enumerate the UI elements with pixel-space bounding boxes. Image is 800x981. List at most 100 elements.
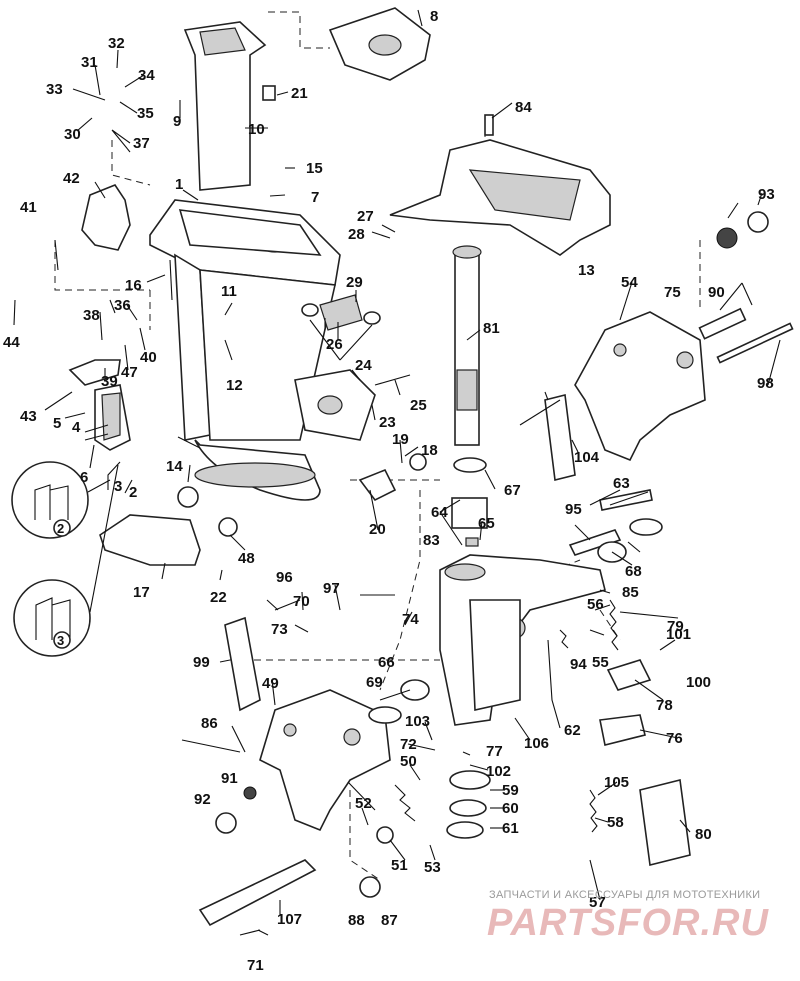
steering-arm-part	[389, 114, 611, 256]
tilt-bushing-left-part	[368, 679, 430, 724]
callout-label: 72	[400, 736, 417, 753]
callout-label: 101	[666, 626, 691, 643]
callout-label: 42	[63, 170, 80, 187]
spring-parts	[394, 599, 619, 833]
callout-label: 68	[625, 563, 642, 580]
callout-label: 33	[46, 81, 63, 98]
callout-label: 93	[758, 186, 775, 203]
callout-label: 54	[621, 274, 638, 291]
callout-label: 38	[83, 307, 100, 324]
stern-bracket-left-part	[259, 689, 391, 832]
watermark-caption: ЗАПЧАСТИ И АКСЕССУАРЫ ДЛЯ МОТОТЕХНИКИ	[489, 889, 761, 901]
callout-label: 62	[564, 722, 581, 739]
callout-label: 92	[194, 791, 211, 808]
swivel-tube-part	[452, 245, 482, 446]
callout-label: 37	[133, 135, 150, 152]
callout-label: 55	[592, 654, 609, 671]
callout-label: 64	[431, 504, 448, 521]
callout-label: 77	[486, 743, 503, 760]
callout-label: 99	[193, 654, 210, 671]
callout-label: 67	[504, 482, 521, 499]
callout-label: 103	[405, 713, 430, 730]
callout-label: 32	[108, 35, 125, 52]
callout-label: 84	[515, 99, 532, 116]
upper-mount-part	[301, 294, 381, 331]
callout-label: 15	[306, 160, 323, 177]
callout-label: 63	[613, 475, 630, 492]
callout-label: 28	[348, 226, 365, 243]
callout-label: 73	[271, 621, 288, 638]
callout-label: 9	[173, 113, 181, 130]
callout-label: 36	[114, 297, 131, 314]
stern-bracket-right-part	[574, 311, 706, 462]
callout-label: 95	[565, 501, 582, 518]
callout-label: 41	[20, 199, 37, 216]
callout-label: 4	[72, 419, 81, 436]
leader-lines	[13, 9, 781, 936]
callout-label: 94	[570, 656, 587, 673]
callout-label: 31	[81, 54, 98, 71]
callout-label: 60	[502, 800, 519, 817]
callout-label: 106	[524, 735, 549, 752]
callout-label: 51	[391, 857, 408, 874]
inset-detail-3: 3	[13, 579, 91, 657]
callout-label: 98	[757, 375, 774, 392]
callout-label: 16	[125, 277, 142, 294]
tilt-tube-part	[568, 489, 663, 563]
callout-label: 69	[366, 674, 383, 691]
callout-label: 26	[326, 336, 343, 353]
callout-label: 1	[175, 176, 183, 193]
callout-label: 6	[80, 469, 88, 486]
throttle-arm-part	[81, 184, 131, 251]
callout-label: 79	[667, 618, 684, 635]
callout-label: 30	[64, 126, 81, 143]
callout-label: 22	[210, 589, 227, 606]
callout-label: 50	[400, 753, 417, 770]
callout-label: 43	[20, 408, 37, 425]
callout-label: 10	[248, 121, 265, 138]
callout-label: 12	[226, 377, 243, 394]
callout-label: 25	[410, 397, 427, 414]
callout-label: 59	[502, 782, 519, 799]
callout-label: 80	[695, 826, 712, 843]
watermark-logo: PARTSFOR.RU	[487, 902, 769, 944]
callout-label: 57	[589, 894, 606, 911]
callout-label: 86	[201, 715, 218, 732]
callout-label: 87	[381, 912, 398, 929]
callout-label: 21	[291, 85, 308, 102]
callout-label: 104	[574, 449, 600, 466]
callout-label: 78	[656, 697, 673, 714]
callout-label: 75	[664, 284, 681, 301]
callout-label: 107	[277, 911, 302, 928]
exhaust-housing-part	[149, 199, 341, 501]
callout-label: 74	[402, 611, 419, 628]
callout-label: 88	[348, 912, 365, 929]
callout-label: 5	[53, 415, 61, 432]
callout-label: 53	[424, 859, 441, 876]
swivel-bracket-part	[439, 554, 606, 726]
callout-label: 96	[276, 569, 293, 586]
callout-label: 39	[101, 373, 118, 390]
transom-plate-part	[198, 859, 317, 927]
callout-label: 2	[129, 484, 137, 501]
callout-label: 11	[221, 283, 237, 300]
callout-label: 100	[686, 674, 711, 691]
callout-label: 3	[114, 478, 122, 495]
callout-label: 76	[666, 730, 683, 747]
callout-label: 34	[138, 67, 155, 84]
callout-label: 65	[478, 515, 495, 532]
inset-detail-2: 2	[11, 461, 89, 539]
inset-label: 2	[57, 521, 64, 536]
callout-label: 85	[622, 584, 639, 601]
callout-label: 102	[486, 763, 511, 780]
callout-label: 13	[578, 262, 595, 279]
mount-cover-part	[294, 369, 376, 441]
callout-label: 71	[247, 957, 264, 974]
callout-label: 27	[357, 208, 374, 225]
callout-label: 47	[121, 364, 138, 381]
reverse-lock-part	[599, 659, 691, 866]
callout-label: 91	[221, 770, 238, 787]
callout-label: 49	[262, 675, 279, 692]
